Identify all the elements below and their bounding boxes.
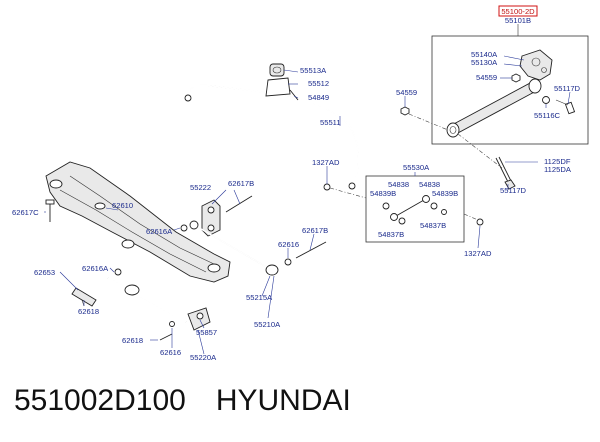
nut-1327ad-left [323, 183, 331, 191]
label-54559-left: 54559 [396, 88, 417, 97]
bolt-62617c [45, 199, 55, 222]
label-54839b-left: 54839B [370, 189, 396, 198]
label-55117d-lower: 55117D [500, 186, 527, 195]
bushing-55116c [542, 96, 550, 104]
bolt-62617b-lower [295, 241, 327, 259]
stabilizer-bar [184, 84, 360, 190]
label-54838-left: 54838 [388, 180, 409, 189]
label-54559-upper: 54559 [476, 73, 497, 82]
label-55511: 55511 [320, 118, 341, 127]
bolt-1125df [495, 156, 516, 190]
label-1125df: 1125DF [544, 157, 571, 166]
stabilizer-bushing-55513a [269, 63, 285, 77]
label-62610: 62610 [112, 201, 133, 210]
part-labels: 55101B 55140A 55130A 54559 55117D 55116C… [12, 16, 581, 362]
nut-54559-left [400, 106, 410, 116]
label-62616a-lower: 62616A [82, 264, 109, 273]
label-62618-left: 62618 [78, 307, 99, 316]
label-55117d-upper: 55117D [554, 84, 581, 93]
bolt-62617b-upper [225, 195, 253, 213]
label-1125da: 1125DA [544, 165, 572, 174]
label-1327ad-right: 1327AD [464, 249, 492, 258]
trailing-arm-group-box [431, 35, 589, 145]
brand-name: HYUNDAI [215, 384, 351, 417]
label-54837b-left: 54837B [378, 230, 404, 239]
label-55222: 55222 [190, 183, 211, 192]
nut-62616 [284, 258, 292, 266]
bolt-54849 [289, 89, 299, 101]
washer-62616-lower [169, 321, 175, 327]
label-55116c: 55116C [534, 111, 561, 120]
trailing-arm [446, 49, 553, 138]
upper-arm-55222 [201, 199, 221, 237]
header-tag-box [498, 5, 538, 17]
label-62653: 62653 [34, 268, 55, 277]
label-54839b-right: 54839B [432, 189, 458, 198]
label-54849: 54849 [308, 93, 329, 102]
label-55220a: 55220A [190, 353, 217, 362]
lower-arm-55220a [107, 277, 211, 331]
label-62617b-lower: 62617B [302, 226, 328, 235]
label-55857: 55857 [196, 328, 217, 337]
rear-suspension-exploded-diagram: 55100-2D [12, 5, 589, 362]
bracket-55512 [265, 77, 291, 97]
label-55215a: 55215A [246, 293, 273, 302]
label-62617c: 62617C [12, 208, 39, 217]
leader-lines [44, 55, 571, 355]
lateral-arm [189, 220, 279, 276]
plate-62653 [71, 287, 97, 307]
label-1327ad-left: 1327AD [312, 158, 340, 167]
label-55210a: 55210A [254, 320, 281, 329]
label-62616-lower: 62616 [160, 348, 181, 357]
label-62617b-upper: 62617B [228, 179, 254, 188]
label-62616a-upper: 62616A [146, 227, 173, 236]
label-55140a: 55140A [471, 50, 498, 59]
label-55513a: 55513A [300, 66, 327, 75]
stabilizer-link [382, 195, 447, 225]
washer-62616a-upper [180, 224, 188, 232]
header-tag-label: 55100-2D [501, 7, 535, 16]
label-55101b: 55101B [505, 16, 531, 25]
label-55130a: 55130A [471, 58, 498, 67]
bushing-55857 [196, 312, 204, 320]
nut-54559-upper [511, 73, 521, 83]
label-55512: 55512 [308, 79, 329, 88]
label-55530a: 55530A [403, 163, 430, 172]
nut-1327ad-right [476, 218, 484, 226]
label-54837b-right: 54837B [420, 221, 446, 230]
part-number: 551002D100 [14, 384, 186, 417]
crossmember-62610 [45, 161, 231, 283]
label-62618-lower: 62618 [122, 336, 143, 345]
washer-62616a-lower [114, 268, 122, 276]
part-caption: 551002D100 HYUNDAI [14, 384, 586, 430]
bolt-62618-lower [159, 333, 173, 341]
label-62616-upper: 62616 [278, 240, 299, 249]
label-54838-right: 54838 [419, 180, 440, 189]
